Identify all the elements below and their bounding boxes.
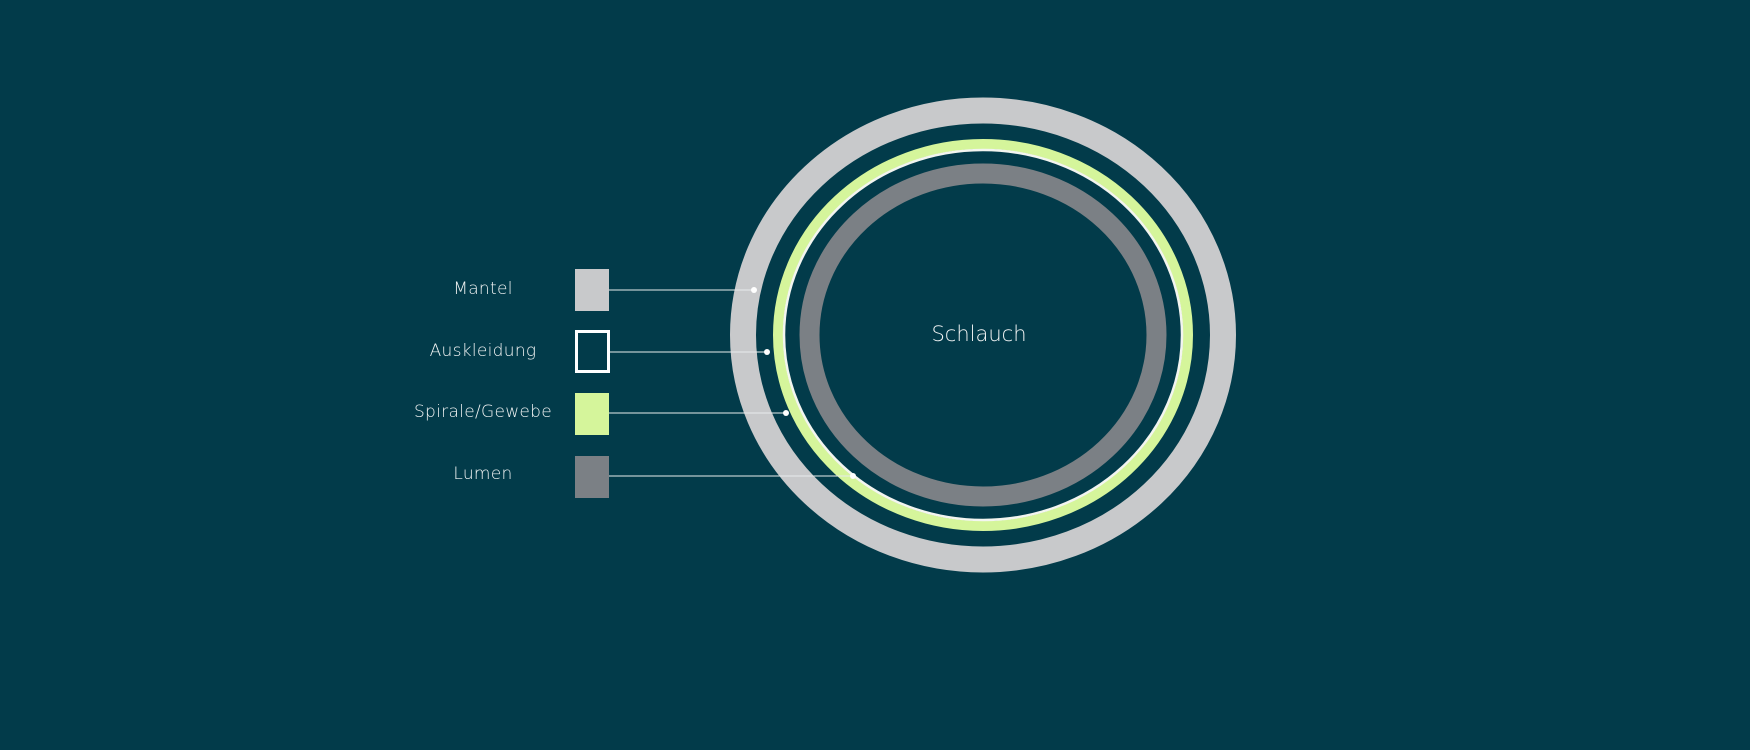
legend-label-auskleidung: Auskleidung bbox=[429, 341, 537, 361]
leader-dot-mantel bbox=[751, 287, 757, 293]
legend-label-lumen: Lumen bbox=[453, 464, 513, 484]
legend-swatch-spirale bbox=[575, 393, 609, 435]
legend-label-spirale: Spirale/Gewebe bbox=[413, 402, 553, 422]
spirale-ring bbox=[773, 139, 1193, 531]
leader-dot-lumen bbox=[850, 473, 856, 479]
legend-swatch-mantel bbox=[575, 269, 609, 311]
mantel-ring bbox=[730, 97, 1236, 573]
diagram-title: Schlauch bbox=[931, 322, 1027, 346]
leader-dot-spirale bbox=[783, 410, 789, 416]
legend-swatch-lumen bbox=[575, 456, 609, 498]
lumen-ring bbox=[799, 163, 1167, 507]
legend-label-mantel: Mantel bbox=[453, 279, 513, 299]
leader-dot-auskleidung bbox=[764, 349, 770, 355]
legend-swatch-auskleidung bbox=[575, 330, 610, 373]
auskleidung-ring bbox=[782, 148, 1184, 522]
